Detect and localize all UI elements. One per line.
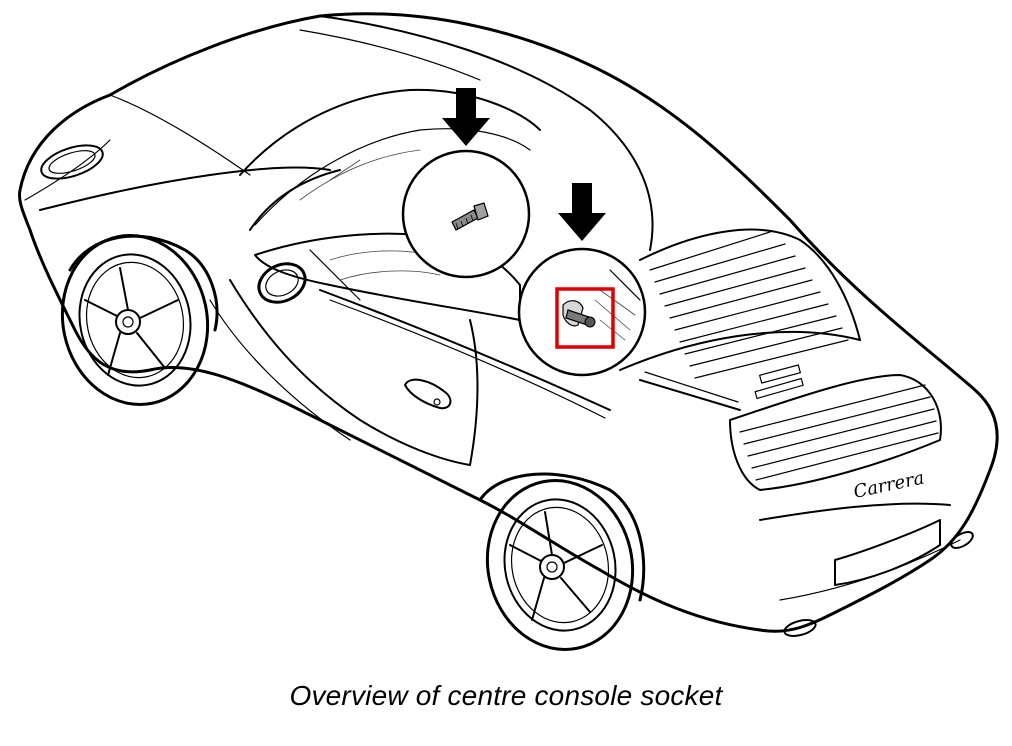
socket-icon <box>562 300 596 328</box>
down-arrow-icon <box>558 183 606 241</box>
front-wheel <box>60 234 210 406</box>
rear-wheel <box>485 479 635 651</box>
socket-highlight-box <box>555 287 615 349</box>
carrera-badge: Carrera <box>852 467 927 502</box>
engine-grille <box>729 374 942 491</box>
figure-caption: Overview of centre console socket <box>289 680 723 711</box>
rear-window-louvres <box>649 231 849 379</box>
screw-icon <box>451 202 489 231</box>
detail-callout-socket <box>517 247 647 377</box>
down-arrow-icon <box>442 88 490 146</box>
detail-callout-bolt <box>401 149 531 279</box>
car-body: Carrera <box>18 12 999 637</box>
car-diagram: Carrera <box>18 12 999 651</box>
